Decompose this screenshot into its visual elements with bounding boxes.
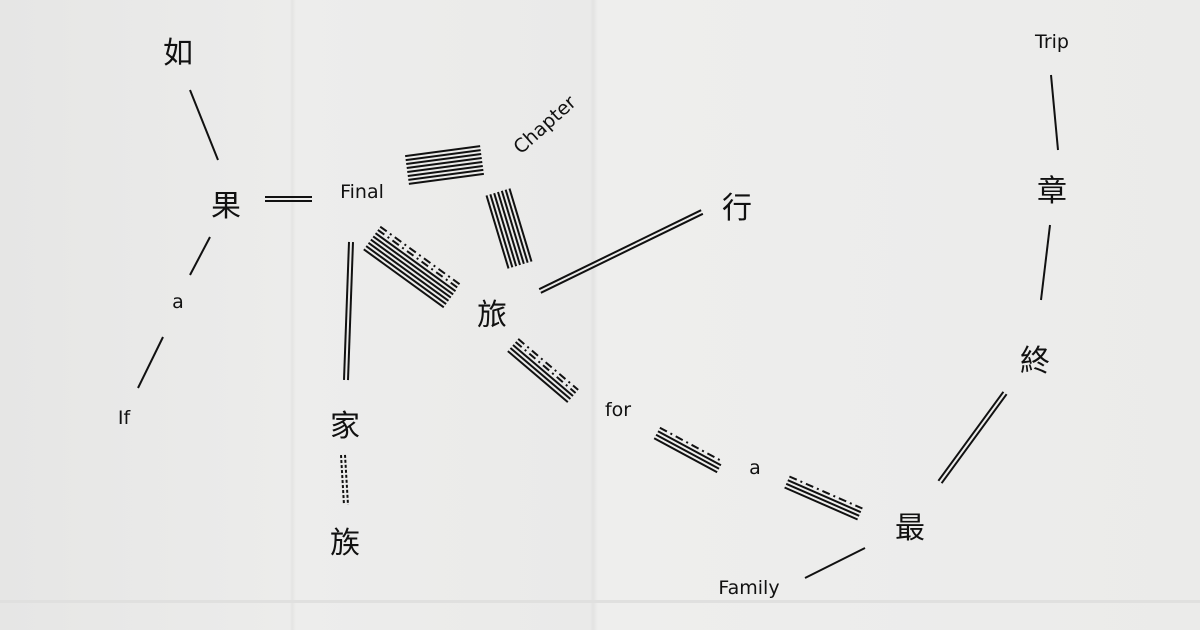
node-jia: 家 xyxy=(330,409,360,444)
node-family: Family xyxy=(718,577,780,599)
edge-line xyxy=(374,232,457,292)
node-for: for xyxy=(604,399,632,421)
edge-line xyxy=(789,475,863,510)
edge-line xyxy=(137,336,164,389)
node-zui: 最 xyxy=(895,511,925,546)
edge-line xyxy=(189,236,211,276)
edge-final-jia xyxy=(343,241,354,381)
edge-line xyxy=(340,455,346,506)
edge-line xyxy=(343,241,351,380)
node-guo: 果 xyxy=(211,189,241,224)
edge-lu-for xyxy=(507,338,579,403)
node-if: If xyxy=(117,407,131,429)
edge-line xyxy=(408,168,484,181)
edge-line xyxy=(500,190,525,265)
edge-line xyxy=(407,160,483,173)
node-zhong: 終 xyxy=(1020,344,1050,379)
edge-line xyxy=(787,479,862,514)
edge-a2-zui xyxy=(784,475,863,521)
node-zhang: 章 xyxy=(1037,174,1067,209)
edge-chapter-lu xyxy=(485,188,533,269)
node-final: Final xyxy=(340,181,384,203)
edge-line xyxy=(1050,74,1059,151)
edge-line xyxy=(517,338,579,391)
edge-line xyxy=(406,157,482,170)
node-ru: 如 xyxy=(163,36,193,71)
edge-line xyxy=(407,164,483,177)
edge-zui-family xyxy=(804,547,866,579)
edge-line xyxy=(937,391,1005,482)
edge-line xyxy=(512,344,574,397)
edge-line xyxy=(370,238,452,299)
edge-line xyxy=(493,192,518,267)
edge-line xyxy=(346,242,354,381)
edge-zhang-trip xyxy=(1050,74,1059,151)
edge-line xyxy=(940,393,1008,484)
node-lu: 旅 xyxy=(477,298,507,333)
edge-line xyxy=(497,191,521,266)
edge-line xyxy=(509,347,572,400)
edge-line xyxy=(514,341,577,394)
edge-lu-xing xyxy=(538,209,704,294)
edge-final-chapter xyxy=(405,145,484,185)
node-xing: 行 xyxy=(722,191,752,226)
edge-line xyxy=(540,212,704,294)
edge-jia-zu xyxy=(340,454,349,506)
edge-line xyxy=(655,433,720,470)
node-trip: Trip xyxy=(1035,31,1069,53)
edge-zhong-zhang xyxy=(1040,224,1051,301)
edge-guo-a1 xyxy=(189,236,211,276)
edge-line xyxy=(507,350,569,403)
edge-line xyxy=(804,547,866,579)
edge-zui-zhong xyxy=(937,391,1008,484)
edge-line xyxy=(379,225,461,286)
edge-line xyxy=(489,194,514,268)
edge-line xyxy=(367,242,450,302)
edge-line xyxy=(1040,224,1051,301)
edge-line xyxy=(406,153,482,166)
edge-line xyxy=(405,145,481,158)
edge-guo-final xyxy=(265,196,312,202)
edge-line xyxy=(785,482,860,517)
node-a2: a xyxy=(749,457,761,479)
edge-ru-guo xyxy=(189,89,219,161)
node-a1: a xyxy=(172,291,184,313)
edge-line xyxy=(657,430,722,467)
edge-line xyxy=(504,189,529,263)
paper-fold xyxy=(0,600,1200,603)
edge-final-lu xyxy=(363,225,461,309)
edge-line xyxy=(659,426,724,463)
edge-line xyxy=(363,248,445,309)
edge-line xyxy=(508,188,533,262)
edge-line xyxy=(189,89,219,161)
edge-line xyxy=(365,245,447,305)
edge-line xyxy=(343,454,349,505)
edge-line xyxy=(408,172,484,185)
edge-a1-if xyxy=(137,336,164,389)
edge-line xyxy=(405,149,481,162)
edge-line xyxy=(485,195,510,269)
node-zu: 族 xyxy=(330,526,360,561)
edge-line xyxy=(372,235,454,296)
edge-line xyxy=(538,209,702,291)
edge-line xyxy=(653,437,718,474)
edge-line xyxy=(377,229,459,289)
edge-line xyxy=(784,486,858,521)
edge-for-a2 xyxy=(653,426,724,474)
